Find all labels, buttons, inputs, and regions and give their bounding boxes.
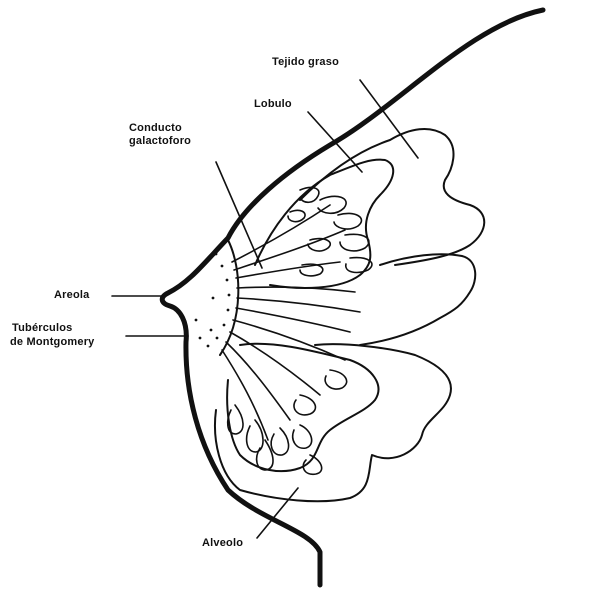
fat-tissue-middle bbox=[360, 254, 475, 345]
milk-ducts bbox=[222, 205, 360, 440]
label-conducto-line2: galactoforo bbox=[129, 135, 191, 148]
label-alveolo: Alveolo bbox=[202, 537, 243, 550]
label-tuberculos-line1: Tubérculos bbox=[12, 322, 72, 335]
label-lobulo: Lobulo bbox=[254, 98, 292, 111]
leader-lobulo bbox=[308, 112, 362, 172]
label-tejido-graso: Tejido graso bbox=[272, 56, 339, 69]
label-conducto-line1: Conducto bbox=[129, 122, 182, 135]
lobule-lower bbox=[227, 344, 378, 471]
areola-outline bbox=[220, 240, 238, 355]
label-areola: Areola bbox=[54, 289, 89, 302]
body-contour bbox=[162, 10, 543, 585]
label-tuberculos-line2: de Montgomery bbox=[10, 336, 95, 349]
lobule-upper bbox=[255, 160, 393, 288]
leader-conducto bbox=[216, 162, 262, 268]
